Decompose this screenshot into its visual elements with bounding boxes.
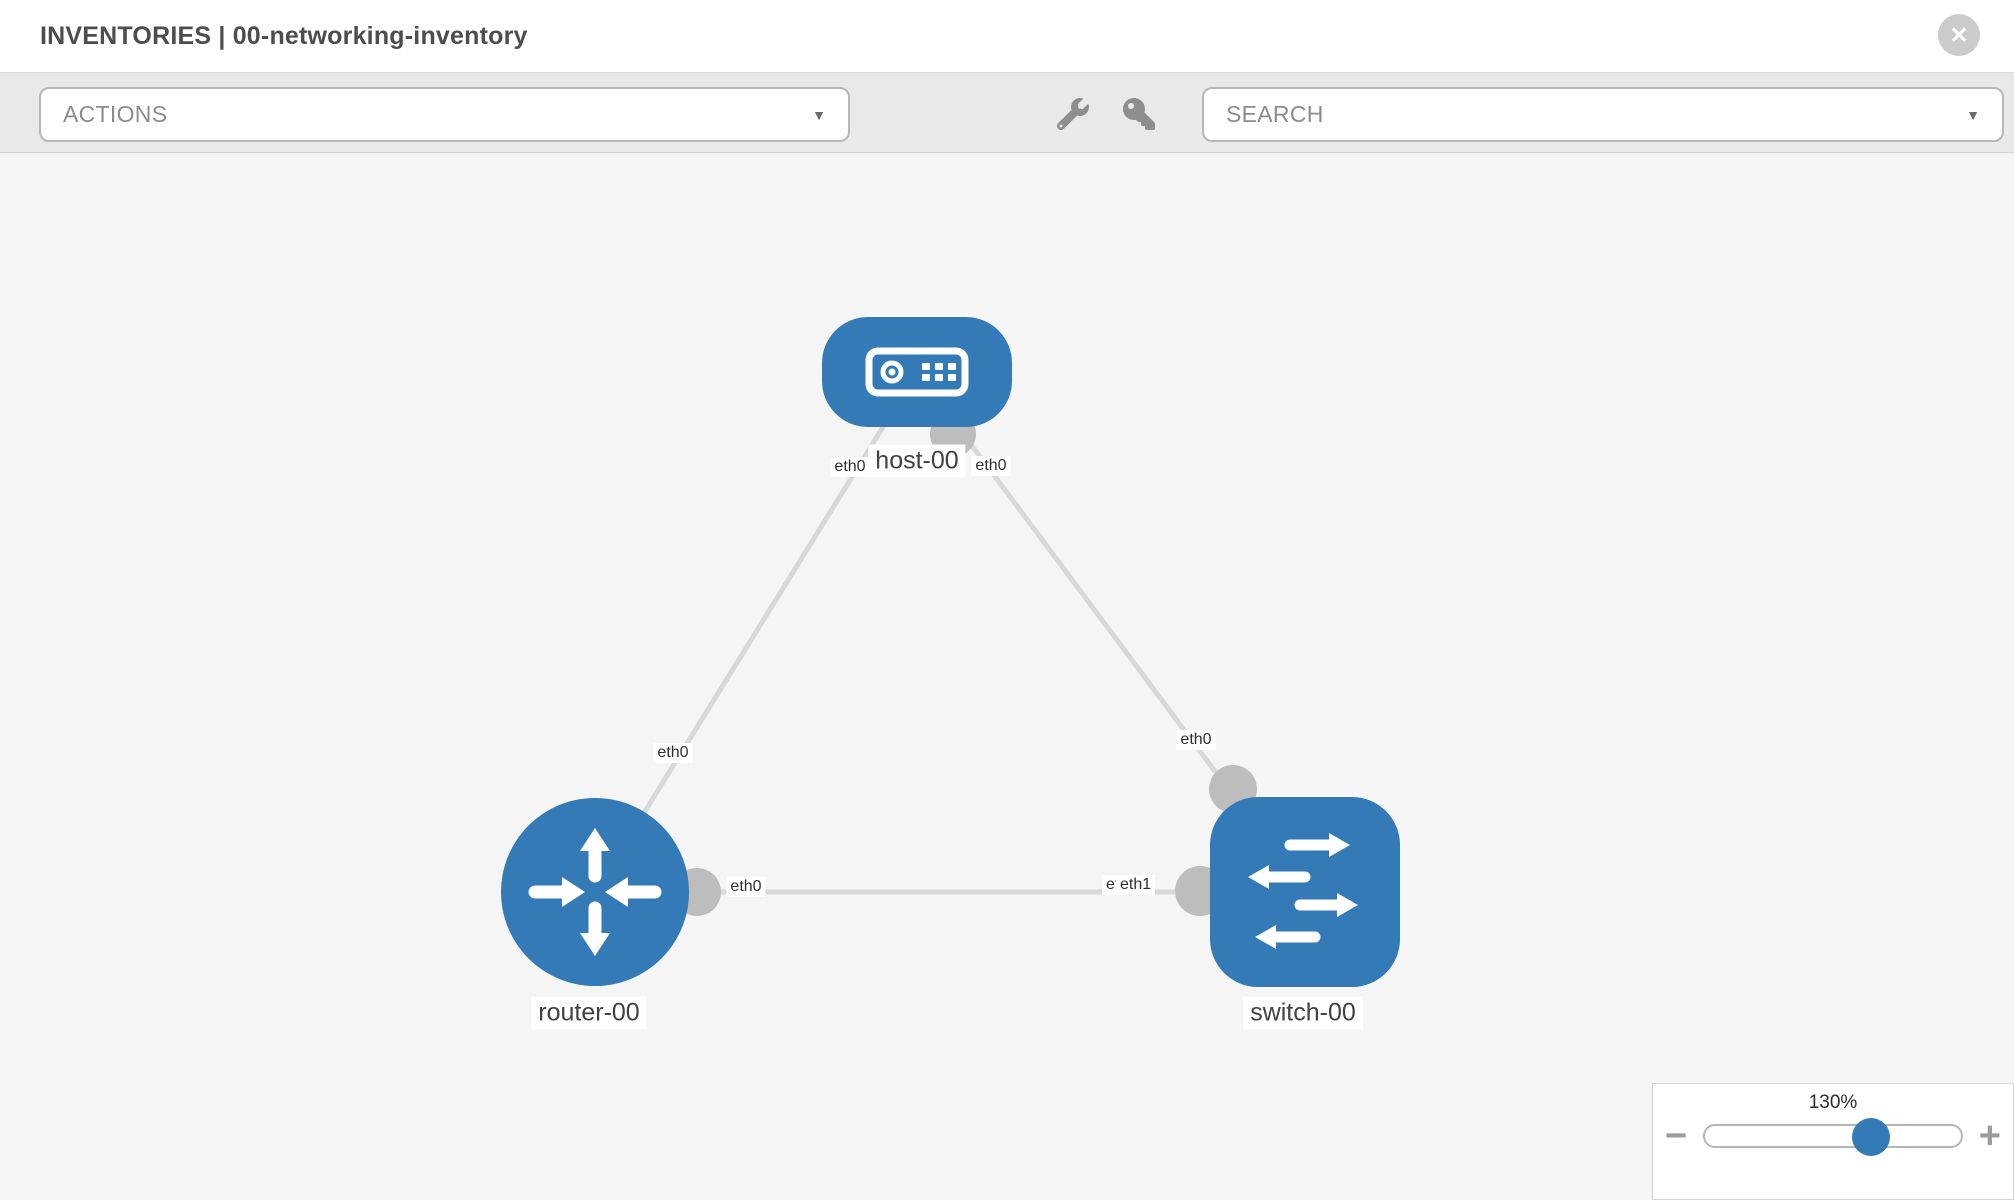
zoom-out-button[interactable]: −	[1665, 1115, 1688, 1157]
interface-label-host-router-eth0: eth0	[653, 743, 693, 763]
zoom-in-button[interactable]: +	[1978, 1115, 2001, 1157]
wrench-icon[interactable]	[1056, 97, 1090, 131]
node-router-00[interactable]	[501, 798, 689, 986]
topology-canvas[interactable]: host-00 router-00 switch-00 eth0 eth0 et…	[0, 153, 2014, 1200]
interface-label-host-eth0-left: eth0	[830, 457, 870, 477]
node-label-host: host-00	[868, 444, 966, 478]
topology-svg	[501, 317, 1400, 987]
close-button[interactable]: ✕	[1938, 14, 1980, 56]
close-icon: ✕	[1949, 21, 1969, 48]
interface-label-switch-eth1-front: eth1	[1116, 875, 1156, 895]
node-label-switch: switch-00	[1243, 996, 1363, 1030]
header: INVENTORIES | 00-networking-inventory ✕	[0, 0, 2014, 72]
actions-dropdown-label: ACTIONS	[63, 101, 168, 127]
interface-label-host-switch-eth0: eth0	[1176, 730, 1216, 750]
caret-down-icon: ▼	[812, 106, 826, 123]
zoom-slider[interactable]	[1703, 1118, 1963, 1156]
node-host-00[interactable]	[822, 317, 1012, 427]
search-dropdown-label: SEARCH	[1226, 101, 1324, 127]
toolbar-tools	[1056, 73, 1156, 154]
interface-label-router-eth0: eth0	[726, 877, 766, 897]
zoom-slider-thumb[interactable]	[1852, 1118, 1891, 1156]
interface-label-host-eth0-right: eth0	[971, 456, 1011, 476]
actions-dropdown[interactable]: ACTIONS ▼	[39, 87, 850, 142]
caret-down-icon: ▼	[1966, 106, 1980, 123]
search-dropdown[interactable]: SEARCH ▼	[1202, 87, 2004, 142]
toolbar: ACTIONS ▼ SEARCH ▼	[0, 72, 2014, 153]
zoom-panel: 130% − +	[1652, 1083, 2014, 1200]
zoom-level: 130%	[1808, 1092, 1858, 1113]
node-label-router: router-00	[531, 996, 647, 1030]
node-switch-00[interactable]	[1210, 797, 1400, 987]
page-title: INVENTORIES | 00-networking-inventory	[40, 21, 528, 50]
host-icon	[865, 347, 969, 397]
key-icon[interactable]	[1122, 97, 1156, 131]
router-icon	[528, 828, 662, 956]
switch-icon	[1248, 833, 1358, 949]
